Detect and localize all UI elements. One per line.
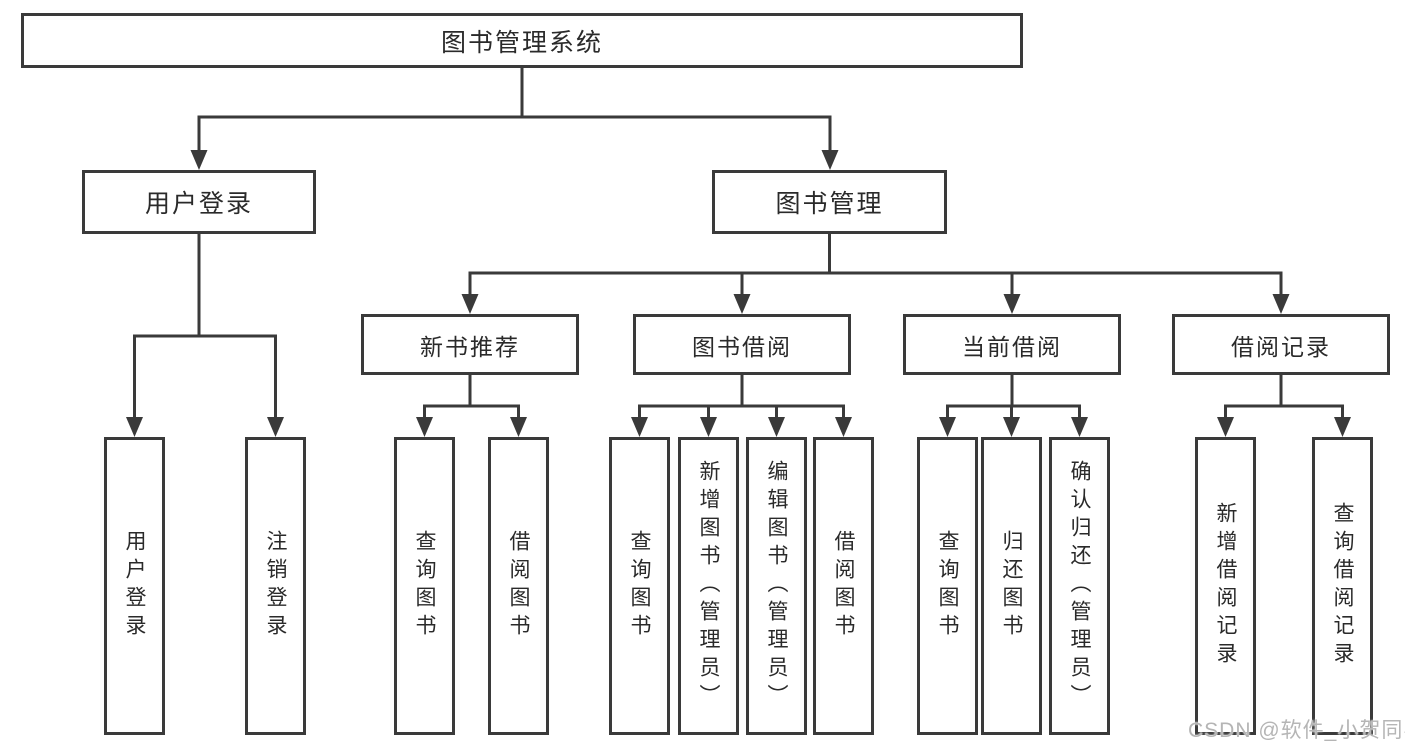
leaf-return-book-label: 归还图书 [1000,530,1023,642]
node-borrow-records: 借阅记录 [1172,314,1390,375]
leaf-query-borrow-record: 查询借阅记录 [1312,437,1373,735]
leaf-confirm-return-admin: 确认归还（管理员） [1049,437,1110,735]
leaf-borrow-books-label: 借阅图书 [832,530,855,642]
node-current-borrow-label: 当前借阅 [962,333,1062,360]
leaf-query-books-borrow-label: 查询图书 [628,530,651,642]
leaf-logout-label: 注销登录 [264,530,287,642]
node-current-borrow: 当前借阅 [903,314,1121,375]
node-new-book-recommend-label: 新书推荐 [420,333,520,360]
csdn-watermark: CSDN @软件_小贺同学 [1188,719,1405,742]
leaf-add-book-admin-label: 新增图书（管理员） [697,460,720,712]
leaf-confirm-return-admin-label: 确认归还（管理员） [1068,460,1091,712]
node-new-book-recommend: 新书推荐 [361,314,579,375]
leaf-add-borrow-record: 新增借阅记录 [1195,437,1256,735]
node-book-management-label: 图书管理 [775,190,884,218]
arrowheads [126,150,1351,437]
node-user-login-label: 用户登录 [144,190,253,218]
leaf-query-books-recommend: 查询图书 [394,437,455,735]
leaf-borrow-books: 借阅图书 [813,437,874,735]
node-book-management: 图书管理 [712,170,947,234]
node-user-login: 用户登录 [82,170,316,234]
node-root-label: 图书管理系统 [440,28,603,57]
leaf-user-login: 用户登录 [104,437,165,735]
leaf-add-borrow-record-label: 新增借阅记录 [1214,502,1237,670]
leaf-add-book-admin: 新增图书（管理员） [678,437,739,735]
leaf-query-books-current: 查询图书 [917,437,978,735]
leaf-borrow-books-recommend: 借阅图书 [488,437,549,735]
leaf-user-login-label: 用户登录 [123,530,146,642]
leaf-query-books-current-label: 查询图书 [936,530,959,642]
leaf-query-books-borrow: 查询图书 [609,437,670,735]
leaf-edit-book-admin-label: 编辑图书（管理员） [765,460,788,712]
leaf-query-borrow-record-label: 查询借阅记录 [1331,502,1354,670]
leaf-query-books-recommend-label: 查询图书 [413,530,436,642]
node-borrow-records-label: 借阅记录 [1231,333,1331,360]
leaf-borrow-books-recommend-label: 借阅图书 [507,530,530,642]
node-book-borrow-label: 图书借阅 [692,333,792,360]
leaf-edit-book-admin: 编辑图书（管理员） [746,437,807,735]
leaf-logout: 注销登录 [245,437,306,735]
node-root: 图书管理系统 [21,13,1023,68]
leaf-return-book: 归还图书 [981,437,1042,735]
node-book-borrow: 图书借阅 [633,314,851,375]
